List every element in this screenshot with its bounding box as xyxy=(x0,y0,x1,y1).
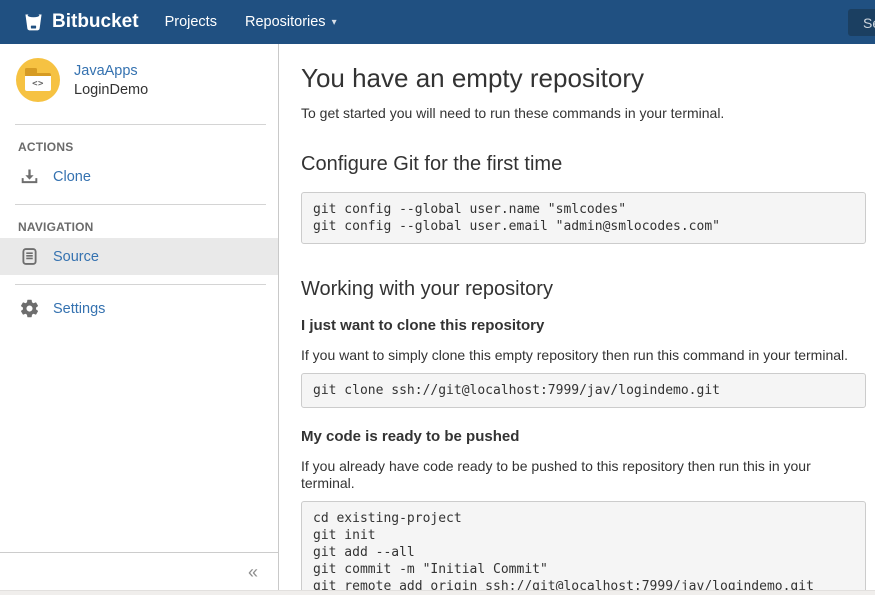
nav-projects-label: Projects xyxy=(164,14,217,30)
configure-code-block: git config --global user.name "smlcodes"… xyxy=(301,192,866,244)
bitbucket-logo-icon xyxy=(22,11,45,34)
divider xyxy=(15,124,266,125)
repo-name: LoginDemo xyxy=(74,81,149,98)
actions-section-title: ACTIONS xyxy=(18,140,74,154)
top-navbar: Bitbucket Projects Repositories ▾ xyxy=(0,0,875,44)
push-code-block: cd existing-project git init git add --a… xyxy=(301,501,866,595)
nav-repositories[interactable]: Repositories ▾ xyxy=(231,2,351,42)
repo-meta: JavaApps LoginDemo xyxy=(74,63,148,98)
nav-repositories-label: Repositories xyxy=(244,14,326,30)
code-brackets-icon: <> xyxy=(25,73,51,91)
clone-label: Clone xyxy=(53,168,91,185)
page-title: You have an empty repository xyxy=(301,63,645,93)
push-instructions: If you already have code ready to be pus… xyxy=(301,458,811,491)
divider xyxy=(15,204,266,205)
search-input[interactable] xyxy=(848,9,875,36)
clone-code-block: git clone ssh://git@localhost:7999/jav/l… xyxy=(301,373,866,408)
nav-projects[interactable]: Projects xyxy=(151,2,231,42)
push-subheading: My code is ready to be pushed xyxy=(301,428,520,445)
repo-avatar: <> xyxy=(16,58,60,102)
sidebar-item-source[interactable]: Source xyxy=(0,238,278,275)
brand-label: Bitbucket xyxy=(52,11,139,32)
source-label: Source xyxy=(53,248,99,265)
folder-icon xyxy=(25,68,37,74)
clone-subheading: I just want to clone this repository xyxy=(301,317,545,334)
sidebar-item-clone[interactable]: Clone xyxy=(0,158,278,195)
repo-header: <> JavaApps LoginDemo xyxy=(0,44,278,115)
gear-icon xyxy=(18,298,40,320)
divider xyxy=(15,284,266,285)
collapse-sidebar-button[interactable]: « xyxy=(247,562,258,582)
sidebar: <> JavaApps LoginDemo ACTIONS Clone NAVI… xyxy=(0,44,279,595)
project-link[interactable]: JavaApps xyxy=(74,62,138,79)
navigation-section-title: NAVIGATION xyxy=(18,220,94,234)
sidebar-item-settings[interactable]: Settings xyxy=(0,290,278,327)
intro-text: To get started you will need to run thes… xyxy=(301,105,725,121)
document-icon xyxy=(18,246,40,268)
horizontal-scrollbar[interactable] xyxy=(0,590,875,595)
bitbucket-home-link[interactable]: Bitbucket xyxy=(22,11,139,34)
download-icon xyxy=(18,166,40,188)
working-heading: Working with your repository xyxy=(301,278,553,300)
main-content: You have an empty repository To get star… xyxy=(279,44,875,595)
primary-nav: Projects Repositories ▾ xyxy=(151,2,351,42)
settings-label: Settings xyxy=(53,300,106,317)
clone-instructions: If you want to simply clone this empty r… xyxy=(301,347,849,363)
sidebar-footer: « xyxy=(0,552,278,595)
chevron-down-icon: ▾ xyxy=(331,16,337,28)
configure-heading: Configure Git for the first time xyxy=(301,153,563,175)
